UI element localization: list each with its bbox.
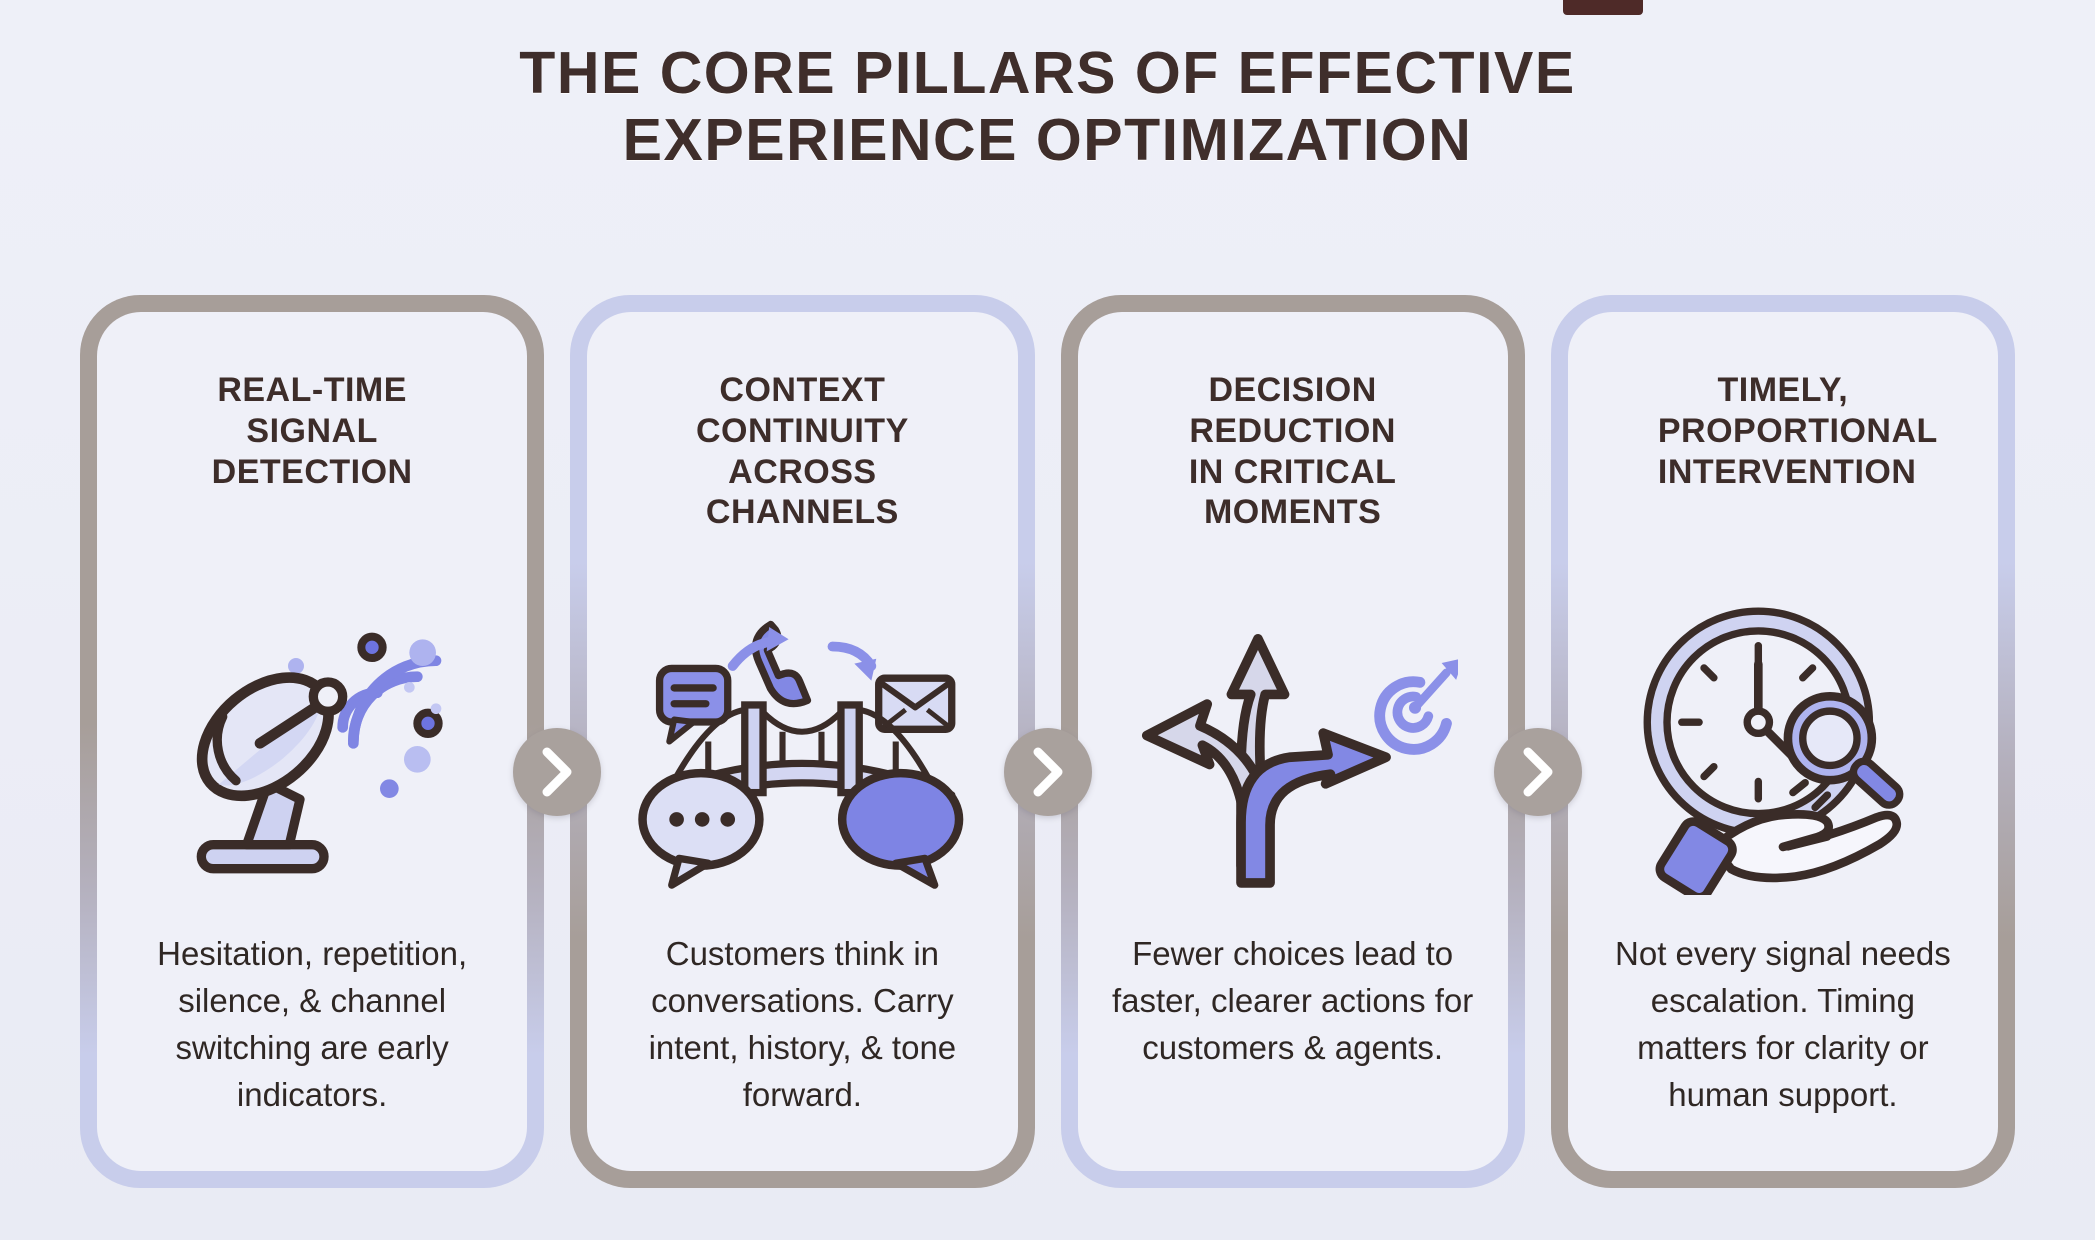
pillar-heading-text: REAL-TIME SIGNAL DETECTION bbox=[211, 371, 413, 491]
pillar-heading: DECISION REDUCTION IN CRITICAL MOMENTS bbox=[1168, 370, 1418, 595]
chevron-right-icon bbox=[1004, 728, 1092, 816]
pillar-heading: CONTEXT CONTINUITY ACROSS CHANNELS bbox=[677, 370, 927, 595]
pillar-card-frame-2: CONTEXT CONTINUITY ACROSS CHANNELS bbox=[570, 295, 1035, 1188]
satellite-dish-icon bbox=[172, 595, 452, 905]
pillar-cards-row: REAL-TIME SIGNAL DETECTION bbox=[80, 295, 2015, 1188]
pillar-card-frame-1: REAL-TIME SIGNAL DETECTION bbox=[80, 295, 545, 1188]
pillar-card-context-continuity: CONTEXT CONTINUITY ACROSS CHANNELS bbox=[587, 312, 1018, 1171]
branching-arrows-target-icon bbox=[1128, 595, 1458, 905]
pillar-heading: TIMELY, PROPORTIONAL INTERVENTION bbox=[1657, 370, 1938, 595]
pillar-heading-text: TIMELY, PROPORTIONAL INTERVENTION bbox=[1657, 371, 1938, 491]
pillar-card-real-time-signal-detection: REAL-TIME SIGNAL DETECTION bbox=[97, 312, 528, 1171]
pillar-card-decision-reduction: DECISION REDUCTION IN CRITICAL MOMENTS bbox=[1077, 312, 1508, 1171]
pillar-description: Not every signal needs escalation. Timin… bbox=[1615, 935, 1951, 1113]
pillar-card-frame-3: DECISION REDUCTION IN CRITICAL MOMENTS bbox=[1060, 295, 1525, 1188]
chevron-right-icon bbox=[1494, 728, 1582, 816]
page-title: THE CORE PILLARS OF EFFECTIVE EXPERIENCE… bbox=[0, 40, 2095, 173]
page-title-line1: THE CORE PILLARS OF EFFECTIVE bbox=[519, 40, 1576, 106]
pillar-heading-text: DECISION REDUCTION IN CRITICAL MOMENTS bbox=[1188, 371, 1397, 532]
pillar-description: Customers think in conversations. Carry … bbox=[648, 935, 957, 1113]
chevron-right-icon bbox=[513, 728, 601, 816]
pillar-description: Fewer choices lead to faster, clearer ac… bbox=[1111, 935, 1474, 1066]
pillar-heading-text: CONTEXT CONTINUITY ACROSS CHANNELS bbox=[695, 371, 909, 532]
page-title-line2: EXPERIENCE OPTIMIZATION bbox=[622, 106, 1473, 173]
pillar-card-frame-4: TIMELY, PROPORTIONAL INTERVENTION bbox=[1550, 295, 2015, 1188]
pillar-card-timely-intervention: TIMELY, PROPORTIONAL INTERVENTION bbox=[1567, 312, 1998, 1171]
clock-magnifier-hand-icon bbox=[1633, 595, 1933, 905]
pillar-description: Hesitation, repetition, silence, & chann… bbox=[157, 935, 468, 1113]
bridge-channels-icon bbox=[637, 595, 967, 905]
top-edge-artifact bbox=[1563, 0, 1643, 15]
pillar-heading: REAL-TIME SIGNAL DETECTION bbox=[187, 370, 437, 595]
